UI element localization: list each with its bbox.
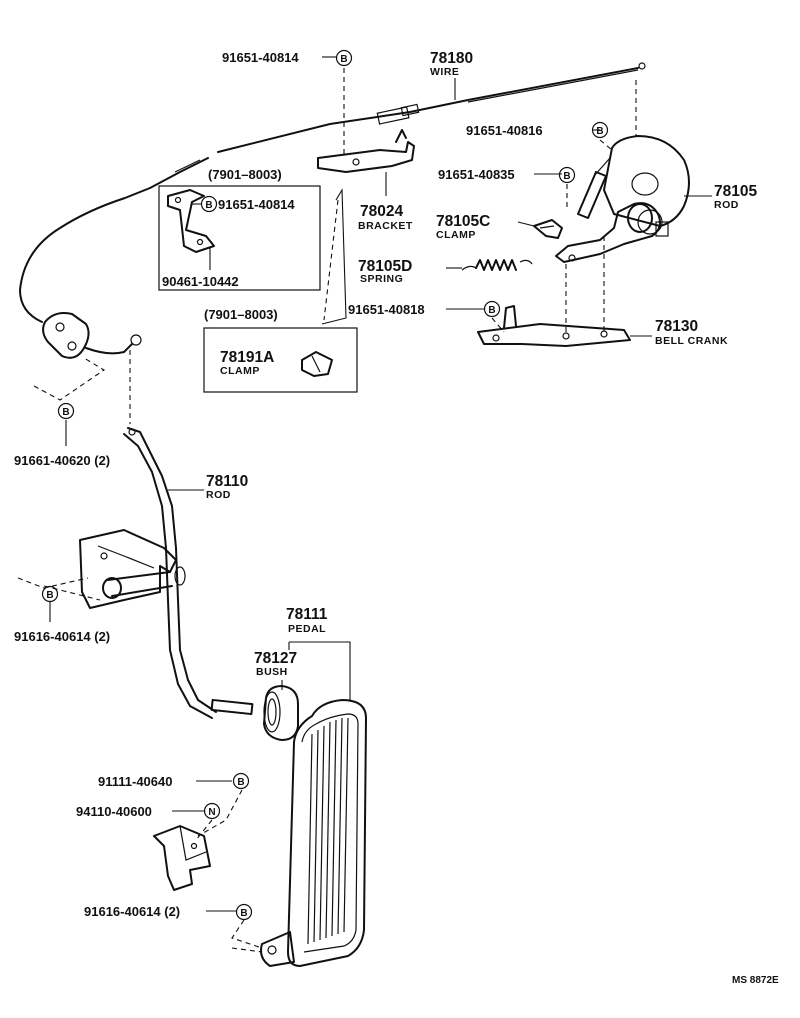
svg-text:B: B xyxy=(62,407,69,418)
b-symbol-1 xyxy=(335,49,353,67)
b-symbol-4 xyxy=(483,300,501,318)
fastener-91651-40814-inset: 91651-40814 xyxy=(218,197,295,212)
labels: 91651-40814 78180 WIRE 91651-40816 91651… xyxy=(14,50,779,986)
bell-crank-name: BELL CRANK xyxy=(655,335,728,347)
svg-text:B: B xyxy=(46,590,53,601)
rod-78105-drawing xyxy=(555,135,690,263)
spring-name: SPRING xyxy=(360,273,403,285)
small-bracket-drawing xyxy=(153,825,211,891)
svg-text:B: B xyxy=(237,777,244,788)
rod-78110-number: 78110 xyxy=(206,473,248,490)
symbol-circles: B B B B B B B B N B xyxy=(41,49,609,921)
svg-text:B: B xyxy=(240,908,247,919)
fastener-91651-40814: 91651-40814 xyxy=(222,50,299,65)
clamp-78191a-name: CLAMP xyxy=(220,365,260,377)
bush-78127-drawing xyxy=(263,685,299,741)
fastener-91616-40614-upper: 91616-40614 (2) xyxy=(14,629,110,644)
inset-box-lower xyxy=(203,327,358,393)
svg-text:N: N xyxy=(208,807,215,818)
clamp-78105c-name: CLAMP xyxy=(436,229,476,241)
bush-number: 78127 xyxy=(254,650,297,667)
inset-range-lower: (7901–8003) xyxy=(204,307,278,322)
clamp-78105c-drawing xyxy=(533,219,563,239)
b-symbol-9 xyxy=(235,903,253,921)
fastener-91661-40620: 91661-40620 (2) xyxy=(14,453,110,468)
bracket-78024-drawing xyxy=(317,129,415,173)
svg-text:B: B xyxy=(596,126,603,137)
fastener-91651-40818: 91651-40818 xyxy=(348,302,425,317)
svg-text:B: B xyxy=(563,171,570,182)
b-symbol-6 xyxy=(57,402,75,420)
bracket-number: 78024 xyxy=(360,203,403,220)
wire-number: 78180 xyxy=(430,50,473,67)
rod-78110-drawing xyxy=(123,427,254,719)
rod-78105-number: 78105 xyxy=(714,183,757,200)
b-symbol-5 xyxy=(200,195,218,213)
svg-text:B: B xyxy=(340,54,347,65)
pivot-bracket-drawing xyxy=(79,529,186,609)
svg-text:B: B xyxy=(488,305,495,316)
inset-box-upper xyxy=(158,185,321,291)
b-symbol-7 xyxy=(41,585,59,603)
fastener-91111-40640: 91111-40640 xyxy=(98,774,172,789)
footer-code: MS 8872E xyxy=(732,975,779,986)
n-symbol xyxy=(203,802,221,820)
pedal-name: PEDAL xyxy=(288,623,326,635)
clamp-78105c-number: 78105C xyxy=(436,213,490,230)
bell-crank-78130-drawing xyxy=(477,305,631,347)
spring-78105d-drawing xyxy=(461,259,533,271)
pedal-number: 78111 xyxy=(286,606,328,623)
spring-number: 78105D xyxy=(358,258,412,275)
clamp-78191a-number: 78191A xyxy=(220,349,274,366)
bush-name: BUSH xyxy=(256,666,288,678)
fastener-91616-40614-lower: 91616-40614 (2) xyxy=(84,904,180,919)
bracket-name: BRACKET xyxy=(358,220,413,232)
b-symbol-3 xyxy=(558,166,576,184)
fastener-91651-40816: 91651-40816 xyxy=(466,123,543,138)
bell-crank-number: 78130 xyxy=(655,318,698,335)
fastener-90461-10442: 90461-10442 xyxy=(162,274,239,289)
rod-78105-name: ROD xyxy=(714,199,739,211)
wire-78180-drawing xyxy=(19,62,646,359)
svg-text:B: B xyxy=(205,200,212,211)
rod-78110-name: ROD xyxy=(206,489,231,501)
inset-range-upper: (7901–8003) xyxy=(208,167,282,182)
pedal-78111-drawing xyxy=(260,699,367,967)
b-symbol-2 xyxy=(591,121,609,139)
fastener-91651-40835: 91651-40835 xyxy=(438,167,515,182)
b-symbol-8 xyxy=(232,772,250,790)
wire-name: WIRE xyxy=(430,66,459,78)
fastener-94110-40600: 94110-40600 xyxy=(76,804,152,819)
leader-lines xyxy=(17,56,712,953)
